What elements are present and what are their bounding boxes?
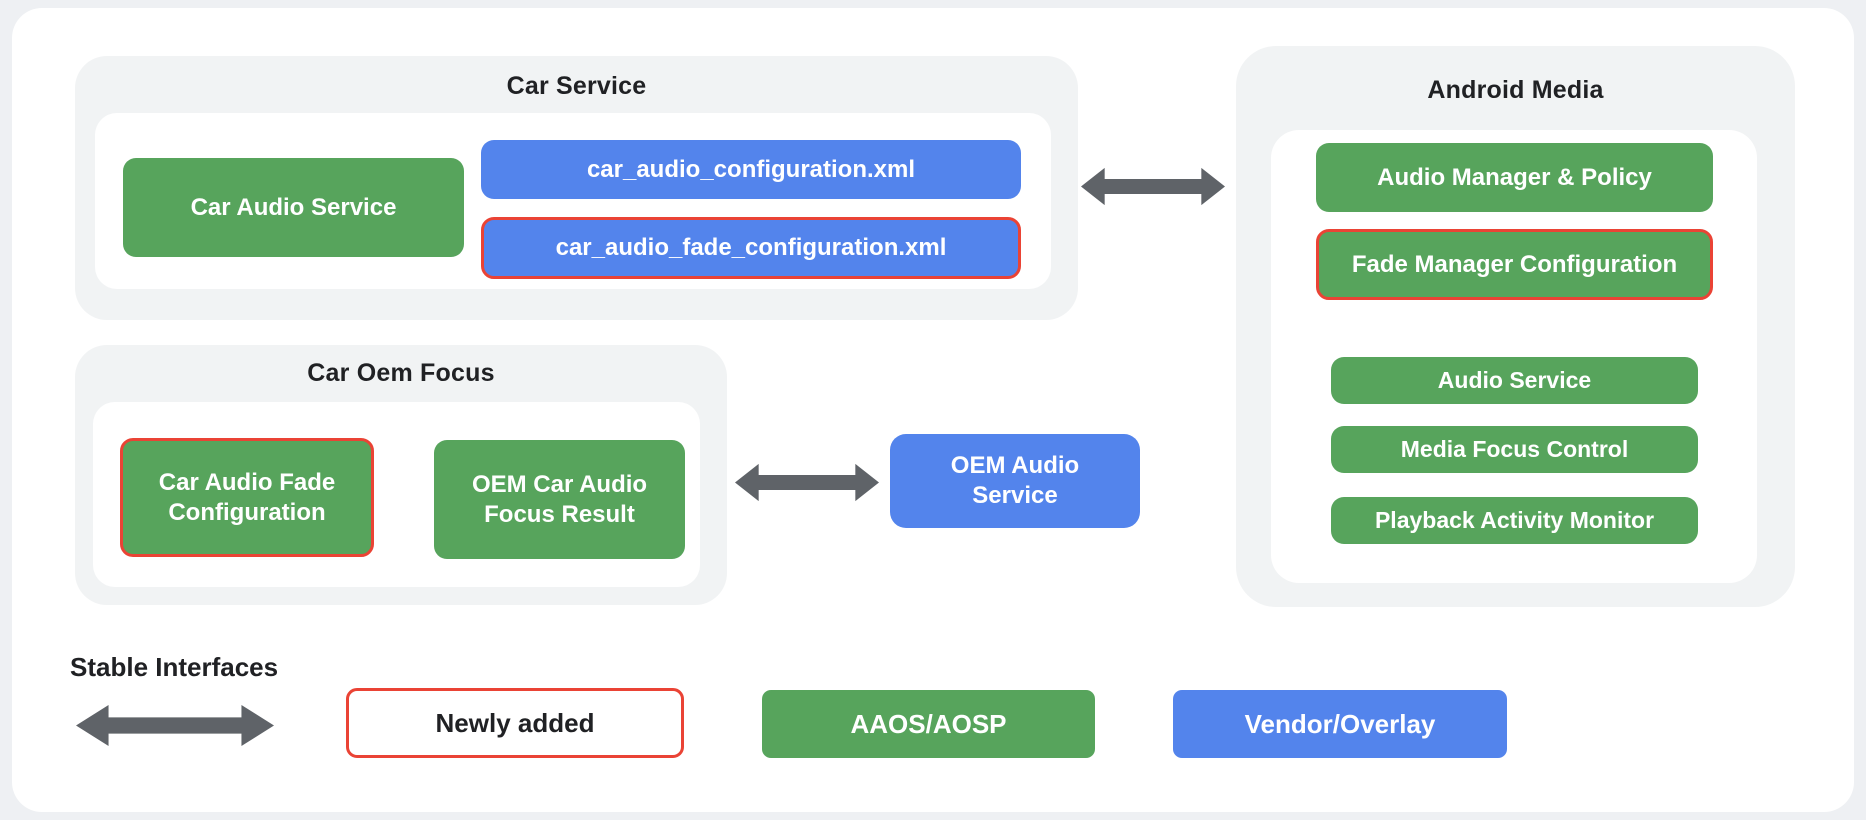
fade-manager-configuration-box: Fade Manager Configuration	[1316, 229, 1713, 300]
playback-activity-monitor-box: Playback Activity Monitor	[1331, 497, 1698, 544]
car-service-android-media-arrow-icon	[1081, 166, 1225, 207]
car-service-panel: Car Audio Service car_audio_configuratio…	[95, 113, 1051, 289]
vendor-overlay-box: Vendor/Overlay	[1173, 690, 1507, 758]
car-audio-fade-configuration-xml-box: car_audio_fade_configuration.xml	[481, 217, 1021, 279]
car-oem-focus-oem-audio-service-arrow-icon	[735, 462, 879, 503]
oem-audio-service-box: OEM Audio Service	[890, 434, 1140, 528]
android-media-group: Android Media Audio Manager & Policy Fad…	[1236, 46, 1795, 607]
car-audio-configuration-xml-box: car_audio_configuration.xml	[481, 140, 1021, 199]
aaos-aosp-box: AAOS/AOSP	[762, 690, 1095, 758]
car-oem-focus-panel: Car Audio Fade Configuration OEM Car Aud…	[93, 402, 700, 587]
android-media-title: Android Media	[1427, 76, 1604, 104]
car-audio-fade-configuration-box: Car Audio Fade Configuration	[120, 438, 374, 557]
android-media-panel: Audio Manager & Policy Fade Manager Conf…	[1271, 130, 1757, 583]
car-oem-focus-group: Car Oem Focus Car Audio Fade Configurati…	[75, 345, 727, 605]
audio-service-box: Audio Service	[1331, 357, 1698, 404]
car-service-title: Car Service	[506, 72, 647, 100]
car-service-group: Car Service Car Audio Service car_audio_…	[75, 56, 1078, 320]
oem-car-audio-focus-result-box: OEM Car Audio Focus Result	[434, 440, 685, 559]
canvas-card: Car Service Car Audio Service car_audio_…	[12, 8, 1854, 812]
car-audio-service-box: Car Audio Service	[123, 158, 464, 257]
car-oem-focus-title: Car Oem Focus	[307, 359, 495, 387]
media-focus-control-box: Media Focus Control	[1331, 426, 1698, 473]
stable-interfaces-label: Stable Interfaces	[70, 652, 279, 682]
newly-added-box: Newly added	[346, 688, 684, 758]
audio-manager-policy-box: Audio Manager & Policy	[1316, 143, 1713, 212]
stable-interfaces-arrow-icon	[76, 703, 274, 748]
